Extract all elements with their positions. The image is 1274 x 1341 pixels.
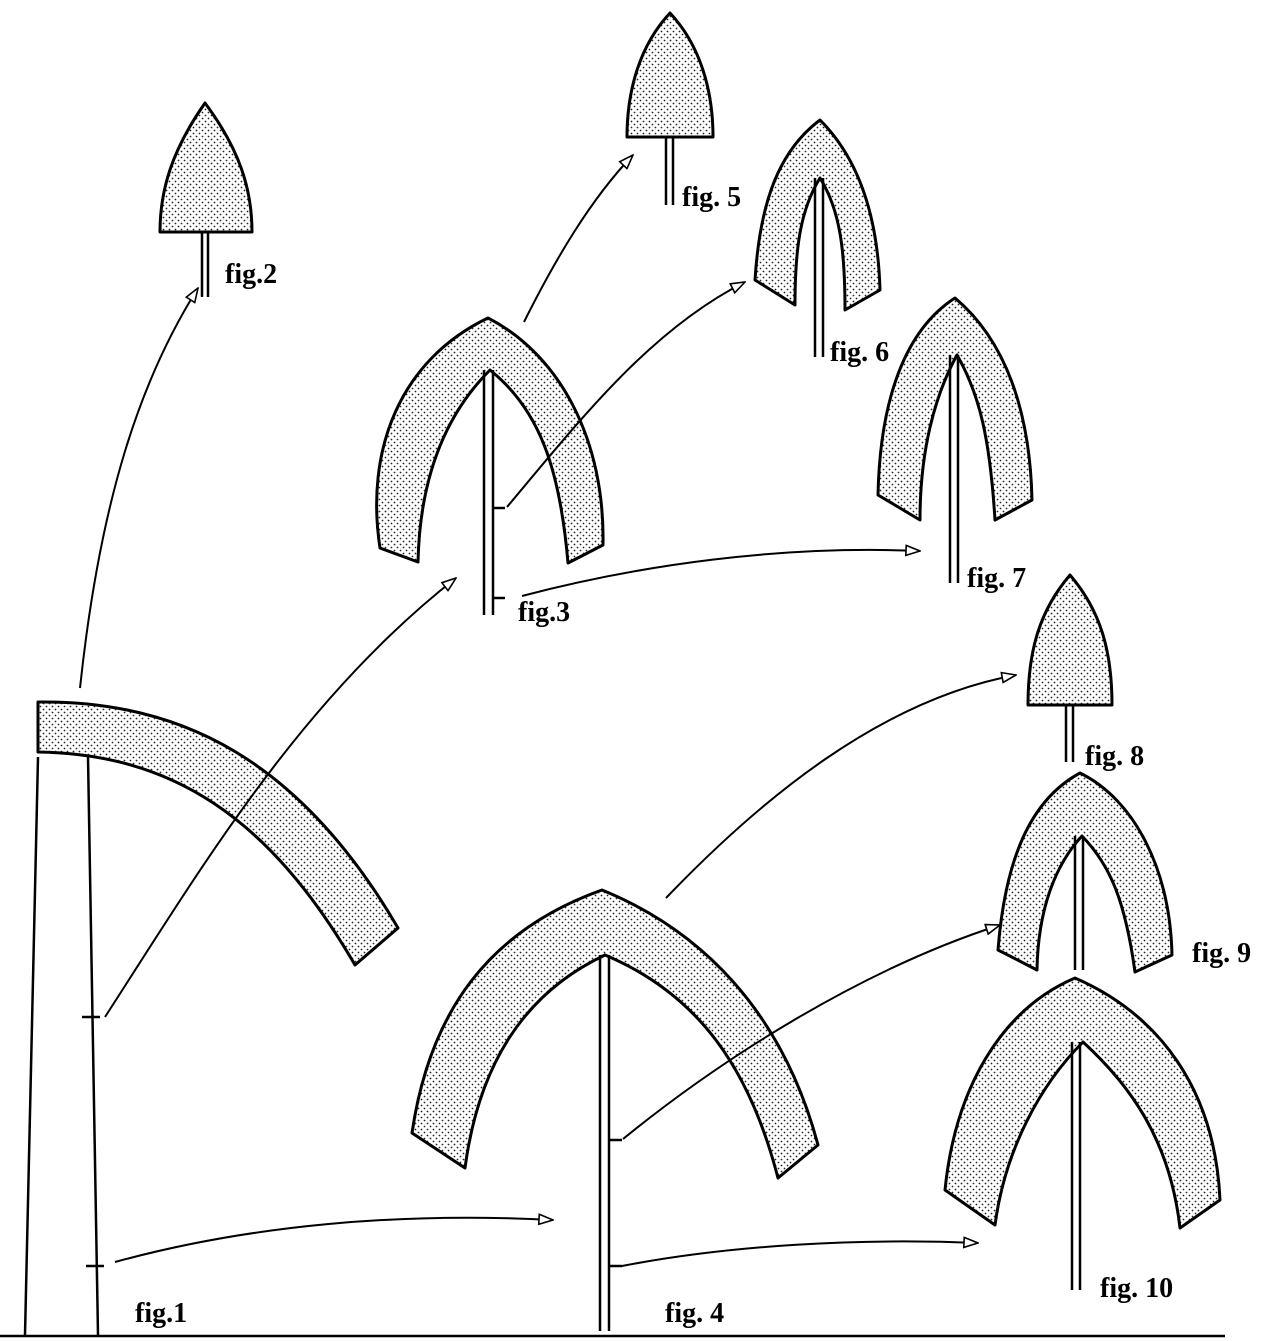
fig6-drawing [753, 118, 882, 357]
fig6-label: fig. 6 [830, 337, 889, 368]
fig2-tip [158, 101, 254, 234]
fig2-label: fig.2 [225, 259, 277, 290]
fig4-drawing [410, 888, 820, 1331]
arrow-fig1-to-fig2 [79, 288, 198, 689]
fig3-drawing [375, 316, 605, 615]
fig3-arch [375, 316, 605, 565]
fig5-drawing [625, 11, 715, 205]
arrow-fig3-to-fig6 [506, 282, 745, 508]
arrow-fig3-to-fig7 [521, 550, 920, 597]
figure-labels: fig.1 fig.2 fig.3 fig. 4 fig. 5 fig. 6 f… [135, 182, 1251, 1329]
fig8-drawing [1026, 573, 1114, 762]
fig9-label: fig. 9 [1192, 938, 1251, 969]
fig7-drawing [876, 296, 1034, 583]
fig10-drawing [943, 976, 1222, 1290]
fig7-arch [876, 296, 1034, 522]
arrow-fig1-to-fig3 [104, 578, 456, 1018]
fig4-arch [410, 888, 820, 1180]
arrow-fig4-to-fig10 [621, 1241, 978, 1267]
fig7-label: fig. 7 [967, 563, 1026, 594]
arrow-fig4-to-fig9 [622, 925, 1000, 1140]
arrows [79, 155, 1016, 1267]
fig1-label: fig.1 [135, 1298, 187, 1329]
fig8-tip [1026, 573, 1114, 707]
fig8-label: fig. 8 [1085, 741, 1144, 772]
fig9-arch [996, 771, 1174, 974]
fig6-arch [753, 118, 882, 312]
fig2-drawing [158, 101, 254, 297]
fig9-drawing [996, 771, 1174, 974]
fig1-post-inner [86, 756, 100, 1336]
fig1-post-outer [23, 756, 40, 1336]
arrow-fig3-to-fig5 [523, 155, 633, 323]
fig10-arch [943, 976, 1222, 1230]
arrow-fig4-to-fig8 [665, 675, 1016, 899]
fig5-label: fig. 5 [682, 182, 741, 213]
fig1-arch [36, 700, 400, 967]
fig1-drawing [0, 700, 1225, 1338]
fig5-tip [625, 11, 715, 139]
arrow-fig1-to-fig4 [114, 1218, 553, 1263]
fig4-label: fig. 4 [665, 1298, 724, 1329]
fig3-label: fig.3 [518, 597, 570, 628]
fig10-label: fig. 10 [1100, 1273, 1173, 1304]
